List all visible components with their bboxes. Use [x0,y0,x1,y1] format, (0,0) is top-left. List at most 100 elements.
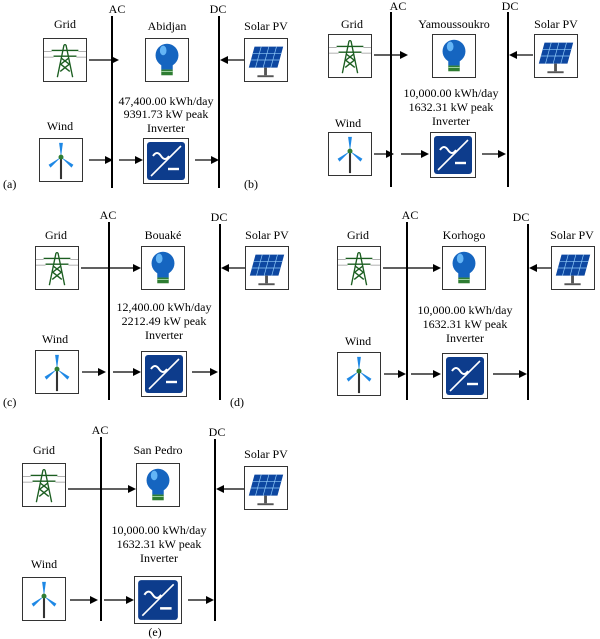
wind-label: Wind [46,119,74,133]
ac-bus [406,222,408,400]
load-bulb-icon [145,38,189,82]
city-label: Yamoussoukro [418,17,490,31]
solar-panel-icon [244,38,288,82]
inverter-to-dc-arrow [482,150,506,158]
dc-bus-label: DC [512,210,530,224]
wind-label: Wind [344,334,372,348]
peak-value: 1632.31 kW peak [408,100,494,114]
wind-arrow [384,370,406,378]
solar-panel-icon [534,34,578,78]
peak-value: 9391.73 kW peak [123,107,209,121]
ac-bus-label: AC [91,423,109,437]
ac-to-inverter-arrow [113,368,141,376]
load-bulb-icon [136,463,180,507]
inverter-icon [141,351,187,397]
grid-arrow [374,51,408,59]
inverter-to-dc-arrow [192,368,218,376]
city-label: Korhogo [442,228,486,242]
ac-to-inverter-arrow [411,370,441,378]
grid-label: Grid [341,17,363,31]
grid-tower-icon [43,38,87,82]
solar-panel-icon [244,466,288,510]
ac-bus [108,222,110,400]
energy-value: 12,400.00 kWh/day [116,300,212,314]
city-label: Bouaké [144,228,182,242]
solar-arrow [220,56,244,64]
solar-label: Solar PV [244,19,288,33]
inverter-label: Inverter [147,121,185,135]
wind-arrow [82,368,106,376]
dc-bus-label: DC [209,2,227,16]
ac-to-inverter-arrow [104,596,134,604]
panel-d: AC DC Grid Korhogo Solar PV 10,000.00 kW… [230,205,600,415]
load-bulb-icon [442,246,486,290]
wind-turbine-icon [22,577,66,621]
wind-turbine-icon [328,132,372,176]
wind-arrow [70,596,98,604]
ac-bus-label: AC [99,208,117,222]
ac-bus-label: AC [108,2,126,16]
energy-value: 47,400.00 kWh/day [118,94,214,108]
solar-arrow [529,264,551,272]
panel-letter: (c) [3,395,17,409]
grid-tower-icon [35,246,79,290]
grid-arrow [81,264,141,272]
energy-value: 10,000.00 kWh/day [111,523,207,537]
dc-bus-label: DC [210,210,228,224]
wind-arrow [374,150,394,158]
peak-value: 1632.31 kW peak [116,537,202,551]
grid-tower-icon [328,34,372,78]
ac-to-inverter-arrow [401,150,429,158]
wind-label: Wind [41,332,69,346]
grid-tower-icon [337,246,381,290]
solar-label: Solar PV [550,228,594,242]
solar-label: Solar PV [244,447,288,461]
inverter-icon [143,138,189,184]
panel-letter: (d) [230,395,244,409]
inverter-to-dc-arrow [188,596,214,604]
inverter-icon [134,576,182,624]
energy-value: 10,000.00 kWh/day [403,86,499,100]
ac-to-inverter-arrow [119,156,143,164]
load-bulb-icon [141,246,185,290]
dc-bus [214,439,216,621]
panel-e: AC DC Grid San Pedro Solar PV 10,000.00 … [0,420,300,639]
wind-turbine-icon [337,352,381,396]
inverter-label: Inverter [145,328,183,342]
wind-arrow [89,156,113,164]
dc-bus [219,224,221,400]
grid-arrow [89,56,119,64]
peak-value: 1632.31 kW peak [422,317,508,331]
grid-label: Grid [33,443,55,457]
dc-bus [507,12,509,187]
solar-panel-icon [245,246,289,290]
panel-b: AC DC Grid Yamoussoukro Solar PV 10,000.… [244,0,600,210]
load-bulb-icon [432,34,476,78]
wind-turbine-icon [39,138,83,182]
inverter-to-dc-arrow [493,370,527,378]
inverter-label: Inverter [432,114,470,128]
ac-bus [111,16,113,188]
inverter-icon [442,353,488,399]
dc-bus-label: DC [208,425,226,439]
grid-label: Grid [45,228,67,242]
peak-value: 2212.49 kW peak [121,314,207,328]
ac-bus-label: AC [389,0,407,13]
grid-arrow [383,264,441,272]
solar-label: Solar PV [534,17,578,31]
city-label: Abidjan [147,19,187,33]
ac-bus [390,12,392,187]
solar-arrow [509,51,533,59]
inverter-to-dc-arrow [195,156,219,164]
solar-arrow [216,485,244,493]
panel-a: AC DC Grid Abidjan Solar PV 47,400.00 kW… [0,0,300,210]
grid-label: Grid [347,228,369,242]
grid-arrow [68,485,136,493]
dc-bus-label: DC [501,0,519,13]
panel-letter: (a) [3,177,17,191]
solar-arrow [221,264,245,272]
inverter-label: Inverter [446,331,484,345]
wind-label: Wind [334,116,362,130]
panel-letter: (e) [148,625,162,639]
grid-tower-icon [22,463,66,507]
